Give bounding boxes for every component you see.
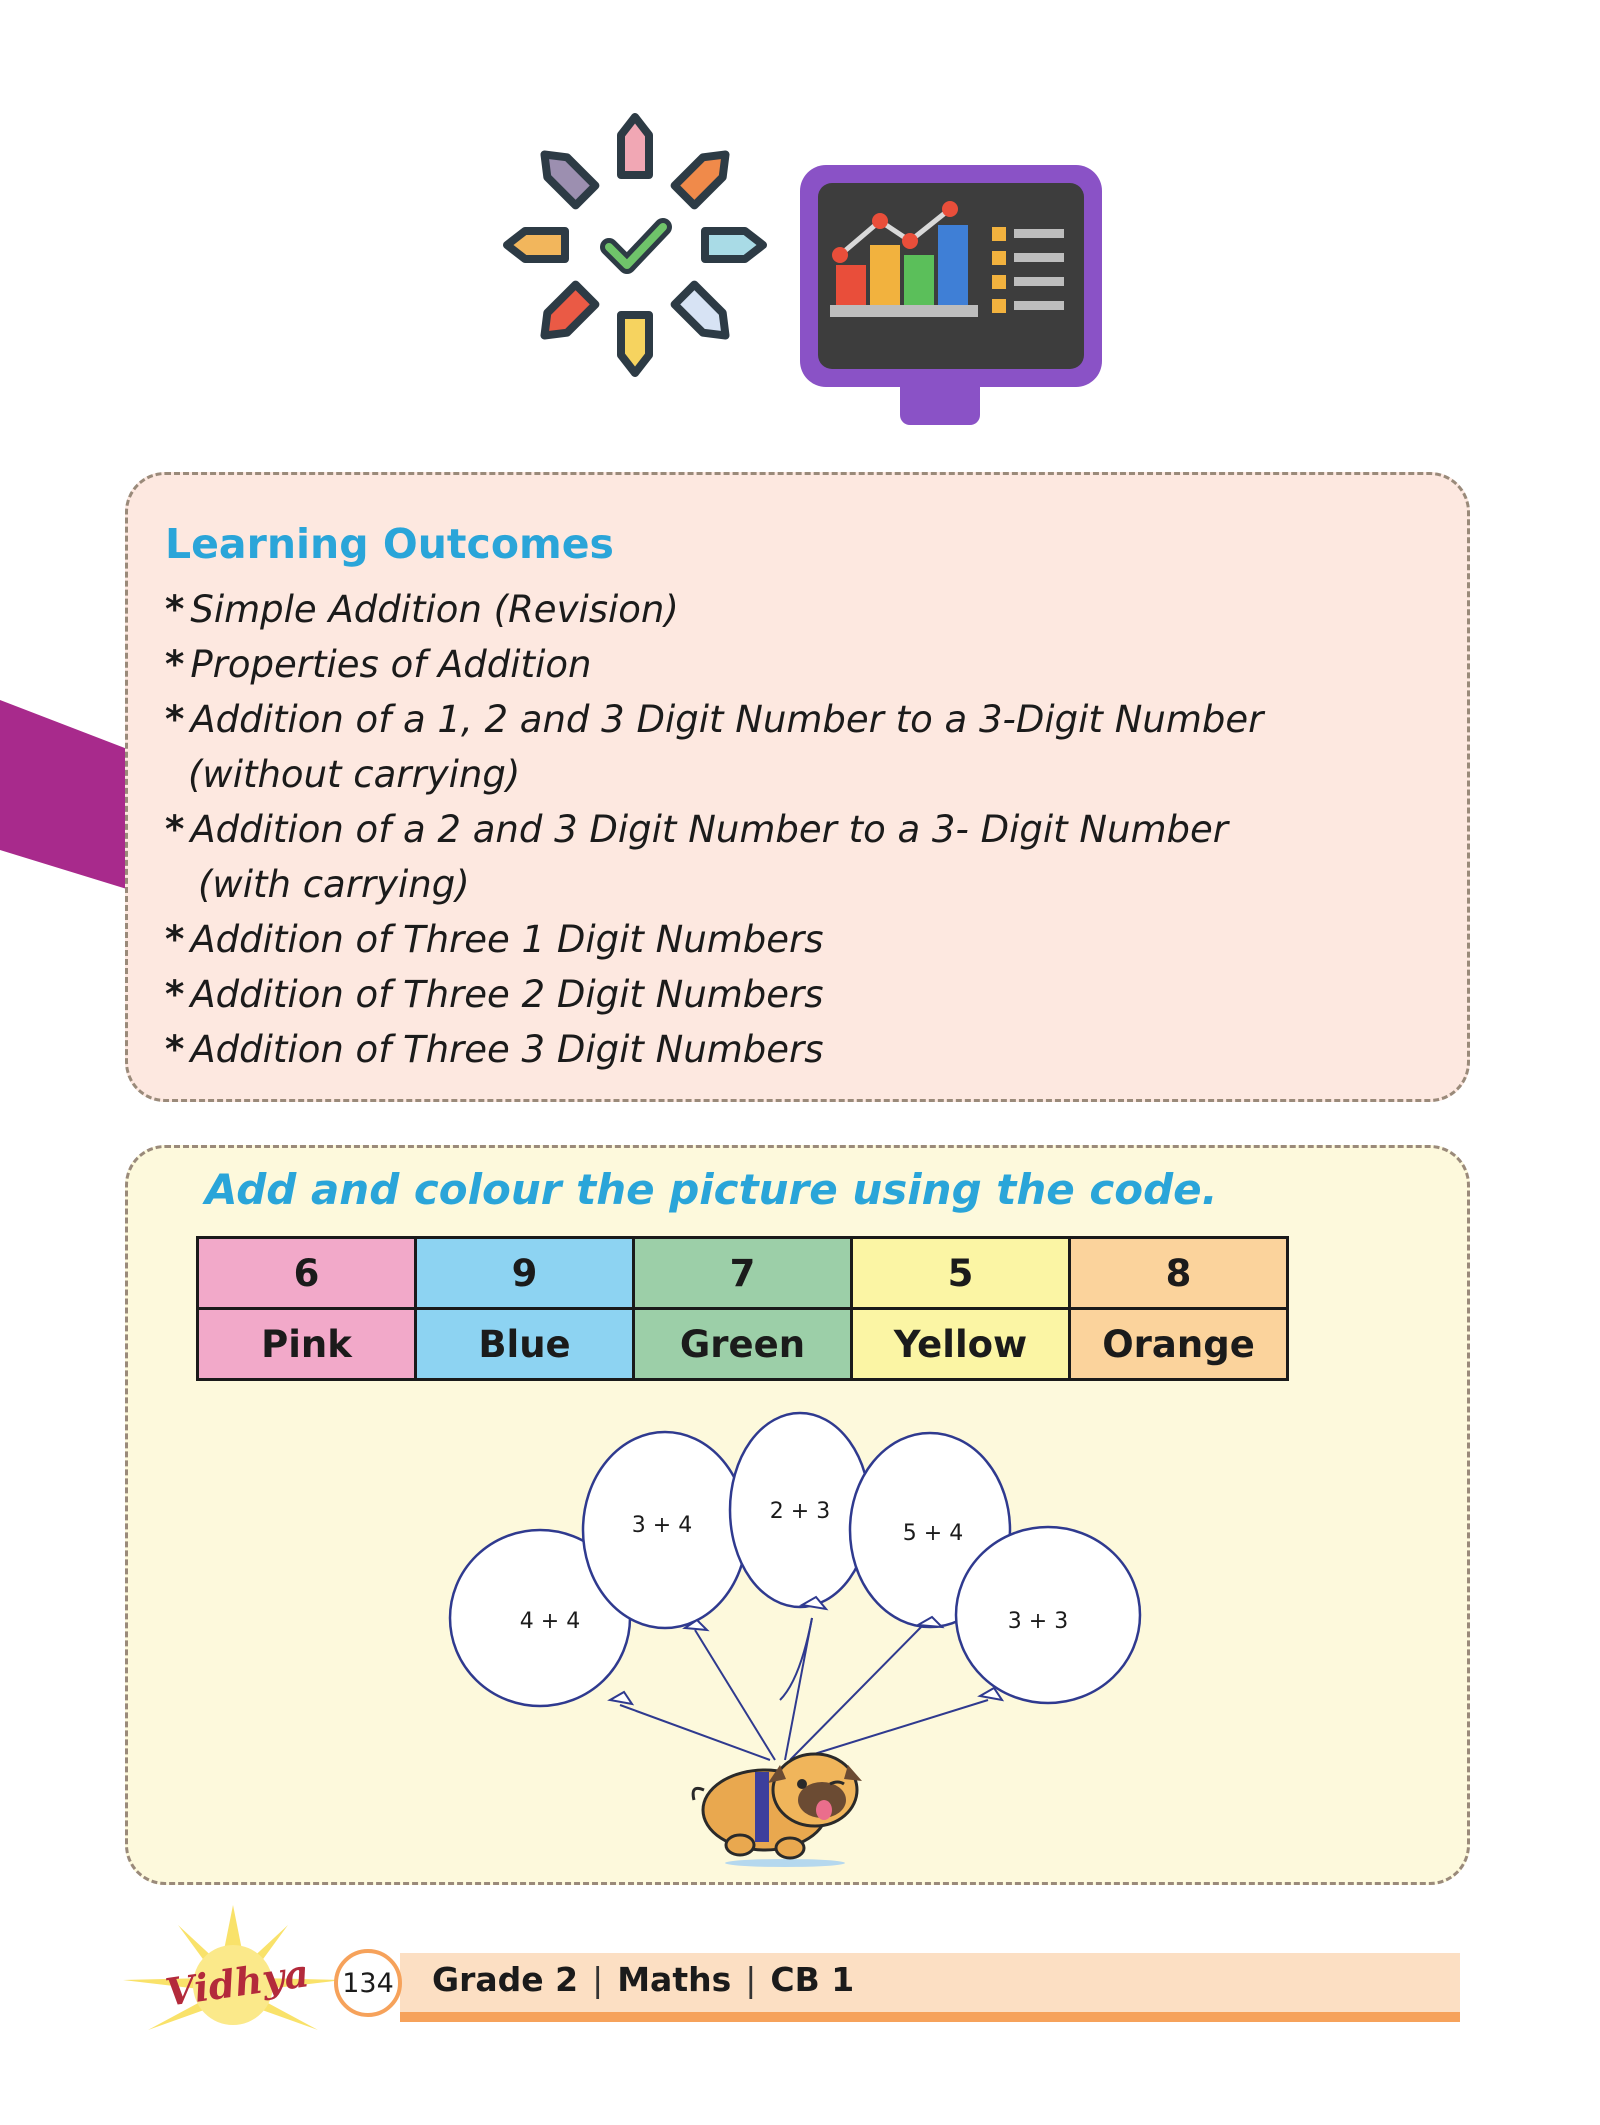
presentation-board-icon <box>800 165 1102 425</box>
code-number: 6 <box>196 1236 417 1310</box>
bullet-asterisk: * <box>165 588 185 631</box>
colour-code-table: 6 9 7 5 8 Pink Blue Green Yellow Orange <box>196 1236 1289 1381</box>
chapter-side-tab <box>0 700 130 890</box>
footer-separator: | <box>745 1960 757 1999</box>
bullet-asterisk: * <box>165 1028 185 1071</box>
outcome-item: *Addition of Three 1 Digit Numbers <box>165 918 824 961</box>
checklist-burst-icon <box>503 113 767 377</box>
outcome-item: *Addition of a 1, 2 and 3 Digit Number t… <box>165 698 1264 741</box>
balloon-sum: 2 + 3 <box>770 1499 830 1524</box>
pug-icon <box>691 1752 862 1867</box>
page-number: 134 <box>334 1949 402 2017</box>
footer-grade: Grade 2 <box>432 1960 579 1999</box>
balloon-string <box>619 1704 771 1761</box>
outcome-item-continuation: (without carrying) <box>188 753 521 796</box>
learning-outcomes-panel <box>125 472 1470 1102</box>
outcome-item: *Addition of Three 3 Digit Numbers <box>165 1028 824 1071</box>
balloon[interactable] <box>954 1525 1142 1705</box>
balloon-string <box>694 1629 776 1761</box>
sun-logo-icon <box>123 1905 343 2030</box>
code-number: 7 <box>632 1236 853 1310</box>
outcome-item-continuation: (with carrying) <box>198 863 470 906</box>
balloon-sum: 4 + 4 <box>520 1609 580 1634</box>
bullet-asterisk: * <box>165 698 185 741</box>
balloon-string <box>794 1699 989 1761</box>
bullet-asterisk: * <box>165 643 185 686</box>
bullet-asterisk: * <box>165 808 185 851</box>
code-numbers-row: 6 9 7 5 8 <box>196 1236 1289 1310</box>
code-colour: Yellow <box>850 1307 1071 1381</box>
code-colours-row: Pink Blue Green Yellow Orange <box>196 1307 1289 1381</box>
balloon-dog-illustration: 4 + 4 3 + 4 2 + 3 5 + 4 3 + 3 <box>448 1411 1142 1867</box>
footer-subject: Maths <box>617 1960 732 1999</box>
code-colour: Blue <box>414 1307 635 1381</box>
code-colour: Orange <box>1068 1307 1289 1381</box>
code-colour: Pink <box>196 1307 417 1381</box>
code-number: 8 <box>1068 1236 1289 1310</box>
footer-accent-line <box>400 2012 1460 2022</box>
balloon-string <box>779 1617 813 1701</box>
learning-outcomes-title: Learning Outcomes <box>165 520 614 568</box>
outcome-item: *Simple Addition (Revision) <box>165 588 679 631</box>
footer-band <box>400 1953 1460 2017</box>
activity-instruction: Add and colour the picture using the cod… <box>205 1165 1218 1214</box>
code-colour: Green <box>632 1307 853 1381</box>
balloon-string <box>789 1619 929 1761</box>
balloon-sum: 3 + 3 <box>1008 1609 1068 1634</box>
outcome-item: *Addition of Three 2 Digit Numbers <box>165 973 824 1016</box>
footer-separator: | <box>592 1960 604 1999</box>
balloon-sum: 3 + 4 <box>632 1513 692 1538</box>
footer-title: Grade 2 | Maths | CB 1 <box>432 1960 854 1999</box>
bullet-asterisk: * <box>165 918 185 961</box>
code-number: 5 <box>850 1236 1071 1310</box>
bullet-asterisk: * <box>165 973 185 1016</box>
code-number: 9 <box>414 1236 635 1310</box>
footer-book: CB 1 <box>770 1960 855 1999</box>
balloon-sum: 5 + 4 <box>903 1521 963 1546</box>
outcome-item: *Properties of Addition <box>165 643 592 686</box>
outcome-item: *Addition of a 2 and 3 Digit Number to a… <box>165 808 1229 851</box>
